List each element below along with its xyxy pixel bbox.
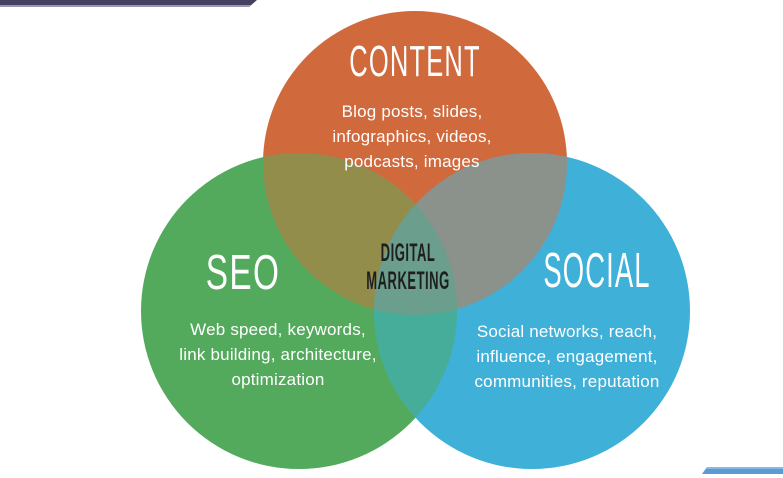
- digital-marketing-label: DIGITAL MARKETING: [366, 239, 449, 295]
- seo-title: SEO: [205, 246, 281, 300]
- description-line: optimization: [231, 370, 325, 389]
- social-title: SOCIAL: [543, 244, 651, 298]
- top-left-accent-bar: [0, 0, 257, 7]
- description-line: Blog posts, slides,: [341, 102, 483, 121]
- digital-marketing-line: MARKETING: [366, 267, 450, 295]
- content-title: CONTENT: [349, 37, 481, 86]
- description-line: link building, architecture,: [179, 345, 377, 364]
- content-description: Blog posts, slides, infographics, videos…: [332, 99, 491, 174]
- description-line: infographics, videos,: [332, 127, 492, 146]
- seo-description: Web speed, keywords, link building, arch…: [179, 317, 376, 392]
- bottom-right-accent-bar: [702, 467, 783, 474]
- description-line: Web speed, keywords,: [190, 320, 366, 339]
- digital-marketing-line: DIGITAL: [380, 239, 436, 267]
- description-line: influence, engagement,: [476, 347, 658, 366]
- description-line: podcasts, images: [344, 152, 480, 171]
- social-description: Social networks, reach, influence, engag…: [474, 319, 659, 394]
- description-line: Social networks, reach,: [476, 322, 658, 341]
- description-line: communities, reputation: [474, 372, 660, 391]
